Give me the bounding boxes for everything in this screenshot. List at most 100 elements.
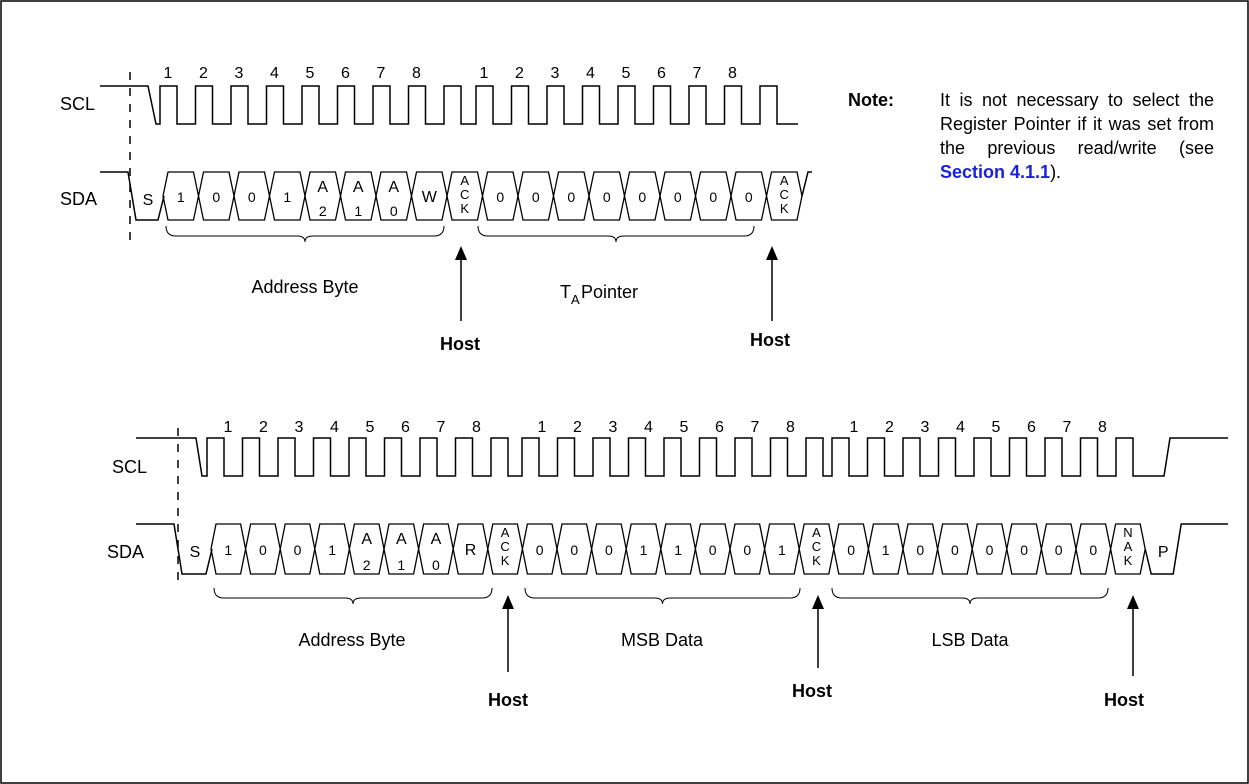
clk-num-c-8: 8 [472, 419, 481, 436]
sda-cell-top-12-label: 0 [567, 189, 575, 205]
host-label-4: Host [792, 681, 832, 701]
sda-cell-top-8-label: W [422, 189, 438, 206]
sda-end-edge [801, 171, 812, 197]
clk-num-e-1: 1 [850, 419, 859, 436]
clk-num-b-5: 5 [622, 65, 631, 82]
sda-cell-top-9-l3: K [460, 201, 469, 216]
clk-num-e-2: 2 [885, 419, 894, 436]
clk-num-e-5: 5 [992, 419, 1001, 436]
clk-num-b-1: 1 [480, 65, 489, 82]
scl-waveform-b [136, 437, 1228, 477]
sda-cell-bottom-21-label: 0 [916, 542, 924, 558]
sda-stop-edge [1144, 523, 1228, 575]
clk-num-c-1: 1 [224, 419, 233, 436]
sda-label-b: SDA [107, 542, 144, 562]
sda-cell-bottom-6-label-bottom: 1 [397, 557, 405, 573]
section-link[interactable]: Section 4.1.1 [940, 162, 1051, 182]
lsb-data-label: LSB Data [931, 630, 1009, 650]
sda-cell-bottom-17-label: 1 [778, 542, 786, 558]
sda-cell-top-10-label: 0 [496, 189, 504, 205]
host-arrow-2-head [766, 246, 778, 260]
msb-brace [524, 587, 801, 605]
sda-start-edge [100, 171, 165, 221]
sda-cell-bottom-18-l3: K [812, 553, 821, 568]
sda-cell-top-4-label: 1 [283, 189, 291, 205]
clk-num-d-6: 6 [715, 419, 724, 436]
clk-num-e-3: 3 [921, 419, 930, 436]
sda-cell-bottom-26-label: 0 [1089, 542, 1097, 558]
address-byte-label-b: Address Byte [298, 630, 405, 650]
sda-cell-top-7-label-top: A [388, 179, 399, 196]
sda-start-label: S [143, 192, 154, 209]
clk-num-a-5: 5 [306, 65, 315, 82]
sda-cell-bottom-4-label: 1 [328, 542, 336, 558]
clk-num-a-4: 4 [270, 65, 279, 82]
sda-cell-bottom-25-label: 0 [1055, 542, 1063, 558]
sda-cell-bottom-7-label-top: A [431, 531, 442, 548]
pointer-label-rest: Pointer [581, 282, 638, 302]
sda-cell-bottom-9-l1: A [501, 525, 510, 540]
sda-cell-top-3-label: 0 [248, 189, 256, 205]
sda-cell-bottom-9-l3: K [501, 553, 510, 568]
clk-num-d-2: 2 [573, 419, 582, 436]
sda-cell-bottom-18-l1: A [812, 525, 821, 540]
sda-cell-top-13-label: 0 [603, 189, 611, 205]
clk-num-a-3: 3 [235, 65, 244, 82]
sda-cell-top-15-label: 0 [674, 189, 682, 205]
clk-num-b-2: 2 [515, 65, 524, 82]
clk-num-a-1: 1 [164, 65, 173, 82]
clk-num-e-8: 8 [1098, 419, 1107, 436]
sda-cell-bottom-16-label: 0 [743, 542, 751, 558]
sda-cell-bottom-2-label: 0 [259, 542, 267, 558]
sda-cell-top-11-label: 0 [532, 189, 540, 205]
sda-cell-top-1-label: 1 [177, 189, 185, 205]
sda-cell-bottom-23-label: 0 [986, 542, 994, 558]
sda-cell-bottom-6-label-top: A [396, 531, 407, 548]
sda-cell-bottom-27-l2: A [1124, 539, 1133, 554]
sda-start-label-b: S [190, 544, 201, 561]
host-arrow-5-head [1127, 595, 1139, 609]
sda-cell-top-18-l3: K [780, 201, 789, 216]
msb-data-label: MSB Data [621, 630, 704, 650]
sda-cell-top-14-label: 0 [638, 189, 646, 205]
clk-num-c-7: 7 [437, 419, 446, 436]
clk-num-c-6: 6 [401, 419, 410, 436]
note-text: It is not necessary to select the Regist… [940, 88, 1214, 184]
scl-label-b: SCL [112, 457, 147, 477]
note-text-before: It is not necessary to select the Regist… [940, 90, 1214, 158]
host-arrow-3-head [502, 595, 514, 609]
address-brace [165, 225, 445, 243]
sda-cell-bottom-1-label: 1 [224, 542, 232, 558]
sda-cell-top-9-l1: A [460, 173, 469, 188]
sda-cell-top-6-label-top: A [353, 179, 364, 196]
scl-waveform [100, 85, 798, 125]
sda-cell-top-6-label-bottom: 1 [354, 203, 362, 219]
sda-cell-top-16-label: 0 [709, 189, 717, 205]
clk-num-d-7: 7 [751, 419, 760, 436]
clk-num-c-4: 4 [330, 419, 339, 436]
clk-num-d-4: 4 [644, 419, 653, 436]
note-text-after: ). [1050, 162, 1062, 182]
clk-num-b-4: 4 [586, 65, 595, 82]
clk-num-d-1: 1 [538, 419, 547, 436]
address-byte-label: Address Byte [251, 277, 358, 297]
sda-cell-bottom-24-label: 0 [1020, 542, 1028, 558]
sda-cell-bottom-8-label: R [465, 542, 477, 559]
sda-start-edge-b [136, 523, 213, 575]
note-label: Note: [848, 90, 894, 110]
sda-cell-bottom-22-label: 0 [951, 542, 959, 558]
clk-num-a-7: 7 [377, 65, 386, 82]
clk-num-a-2: 2 [199, 65, 208, 82]
sda-cell-top-18-l2: C [780, 187, 789, 202]
sda-cell-bottom-10-label: 0 [536, 542, 544, 558]
sda-cell-bottom-15-label: 0 [709, 542, 717, 558]
clk-num-b-7: 7 [693, 65, 702, 82]
clk-num-c-2: 2 [259, 419, 268, 436]
host-arrow-4-head [812, 595, 824, 609]
sda-cell-bottom-5-label-top: A [361, 531, 372, 548]
clk-num-e-7: 7 [1063, 419, 1072, 436]
clk-num-c-3: 3 [295, 419, 304, 436]
